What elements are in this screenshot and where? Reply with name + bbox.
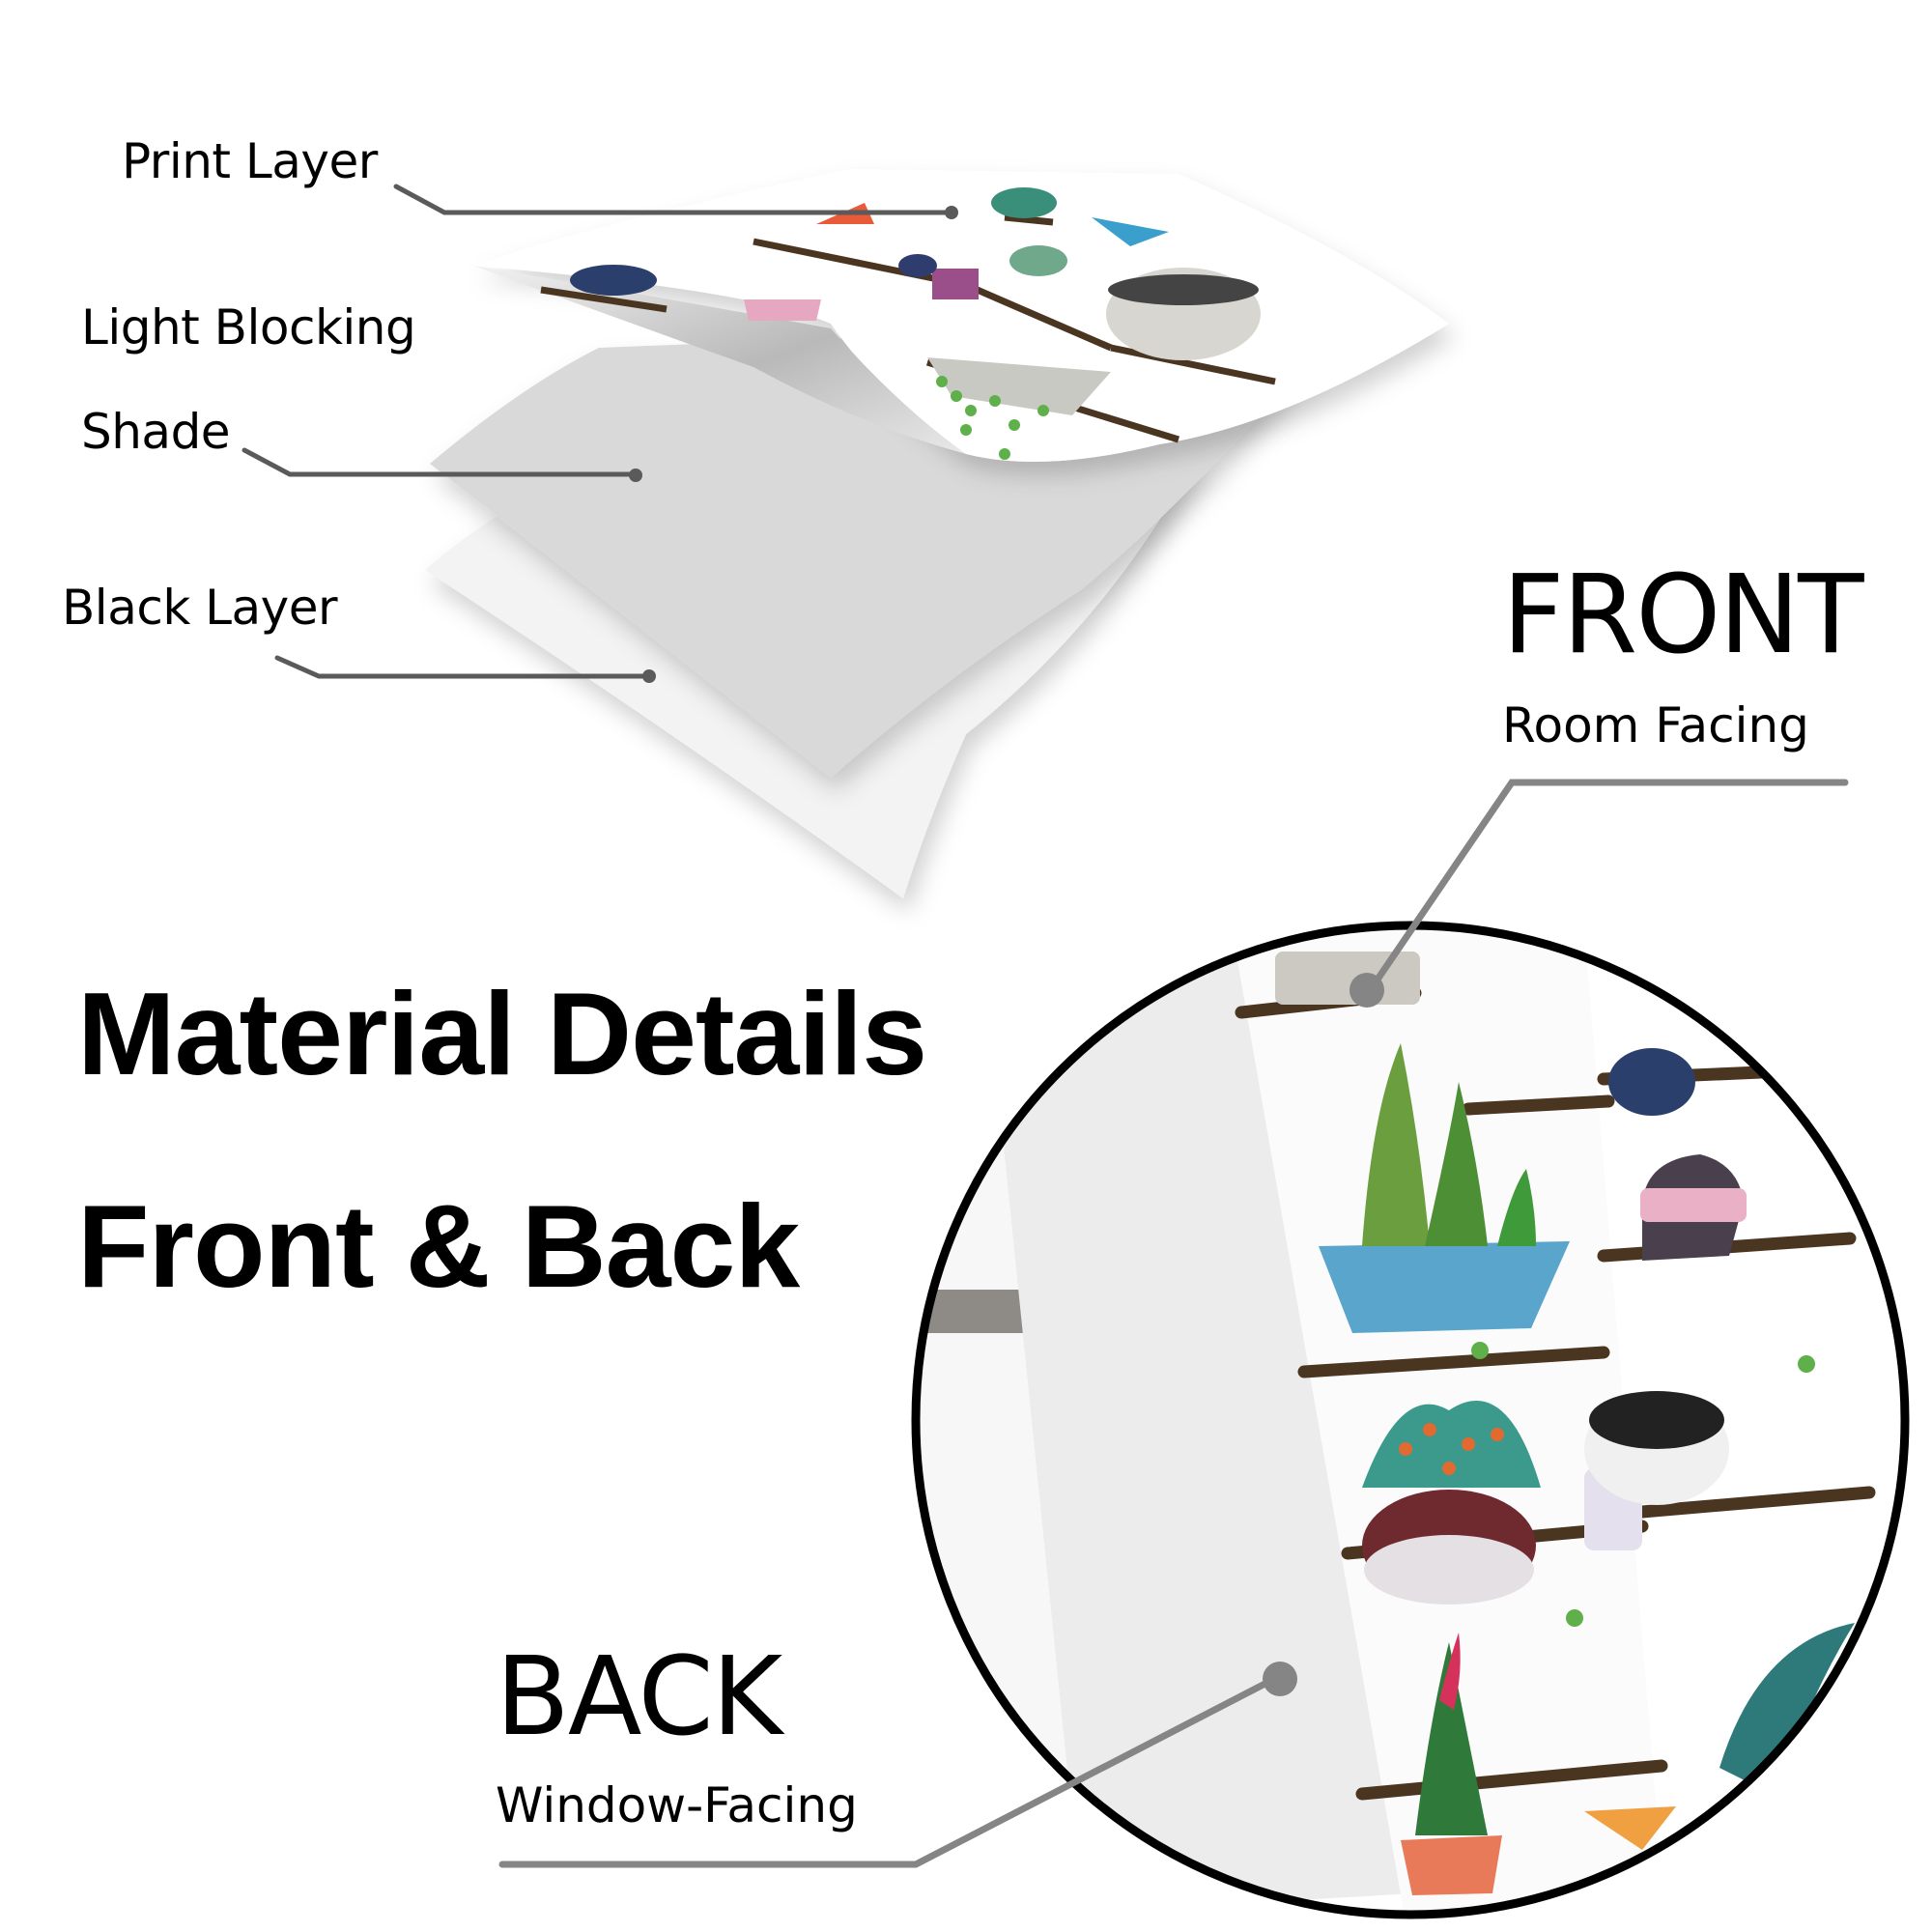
shade-leader [242,447,639,477]
front-subtitle: Room Facing [1502,697,1809,753]
black-layer-leader [274,655,652,679]
heading-material-details: Material Details [77,968,927,1099]
magnified-curtain [916,925,1905,1915]
back-callout-dot [1263,1662,1297,1696]
callout-lines [498,779,1849,1868]
black-layer-label: Black Layer [62,580,338,636]
front-callout-line [1363,779,1849,999]
back-callout-line [498,1672,1284,1868]
black-layer-dot [642,669,656,683]
shade-label: Shade [81,404,231,460]
print-layer-curl [473,266,966,454]
print-pattern-pots [570,187,1261,460]
leader-lines [242,184,954,679]
print-layer-dot [945,206,958,219]
shade-dot [629,469,642,482]
callout-dots [1263,973,1384,1696]
print-layer-label: Print Layer [122,133,378,189]
front-title: FRONT [1502,553,1864,678]
heading-front-back: Front & Back [77,1180,800,1312]
back-title: BACK [496,1634,782,1760]
print-layer-sheet [473,169,1449,462]
plant-pots [1275,952,1855,1895]
print-layer-leader [393,184,954,215]
light-blocking-label: Light Blocking [81,299,416,355]
front-callout-dot [1350,973,1384,1008]
back-subtitle: Window-Facing [496,1777,858,1833]
leader-dots [629,206,958,683]
